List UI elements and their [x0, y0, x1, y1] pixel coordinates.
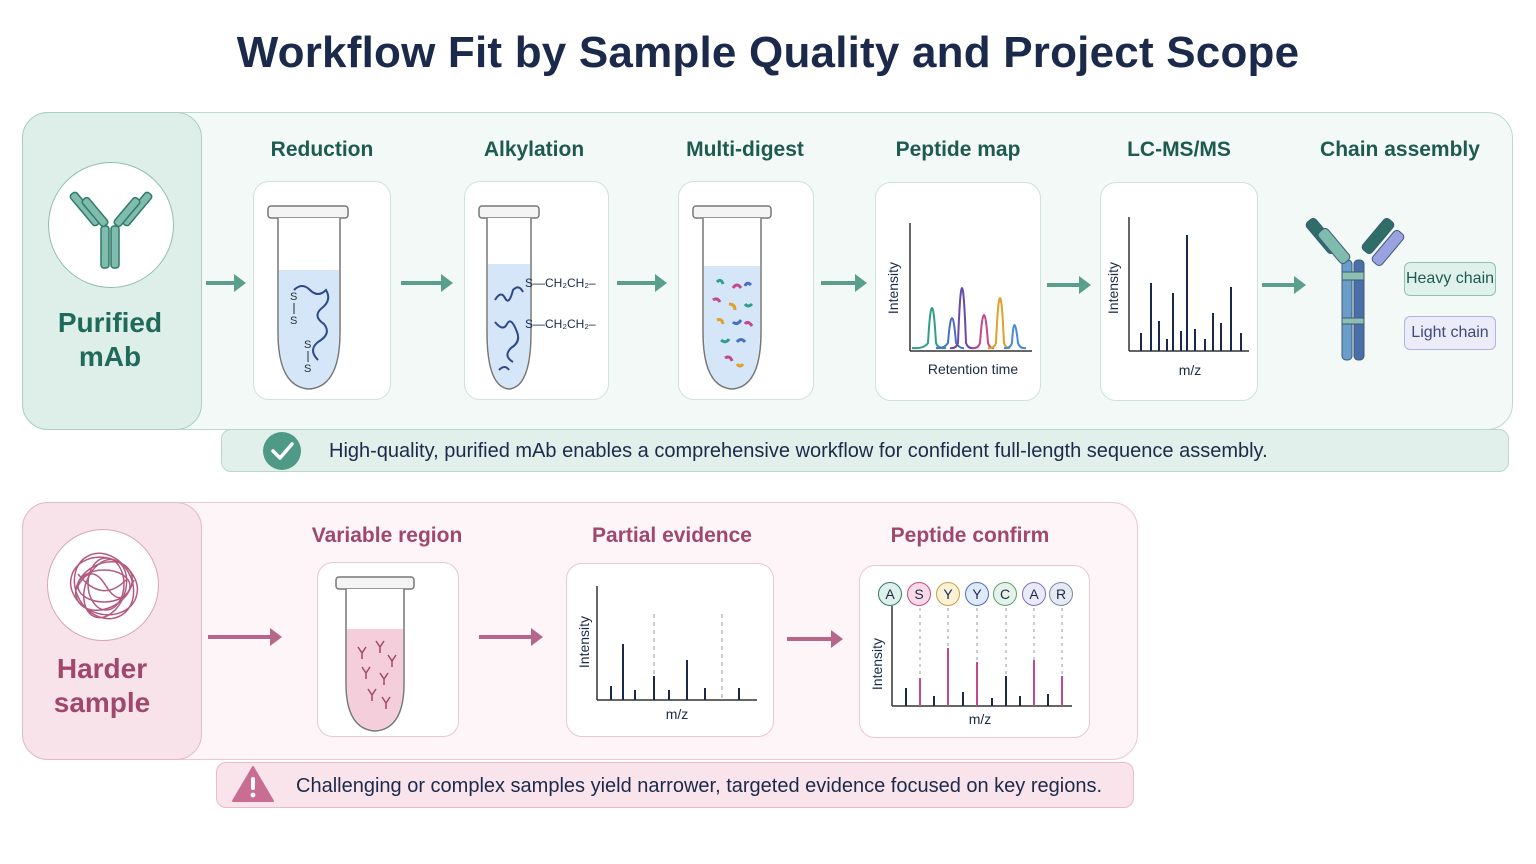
alkyl-group-label-1: S—CH₂CH₂– [525, 276, 596, 290]
svg-text:S: S [290, 291, 297, 303]
confirm-xlabel: m/z [968, 711, 992, 727]
residue-y-bubble: Y [936, 582, 960, 606]
purified-summary-bar [221, 429, 1509, 472]
residue-a-bubble: A [1022, 582, 1046, 606]
antibody-icon [69, 191, 153, 269]
check-circle-icon [263, 432, 301, 470]
purified-label-line2: mAb [78, 341, 142, 372]
lcms-xlabel: m/z [1178, 362, 1202, 378]
step-chain-assembly-label: Chain assembly [1320, 138, 1480, 161]
harder-label: Harder sample [32, 652, 172, 720]
arrow-right-icon [1262, 276, 1306, 294]
step-partial-evidence-label: Partial evidence [592, 524, 752, 547]
arrow-right-icon [617, 274, 667, 292]
confirm-y-axis: Intensity [868, 630, 886, 700]
harder-label-line2: sample [53, 687, 151, 718]
residue-c-bubble: C [993, 582, 1017, 606]
step-peptide-map-label: Peptide map [895, 138, 1021, 161]
step-alkylation-label: Alkylation [483, 138, 585, 161]
alkylation-tube-icon [478, 205, 540, 390]
peptide-map-ylabel: Intensity [885, 261, 901, 315]
purified-label-line1: Purified [57, 307, 163, 338]
residue-s-bubble: S [907, 582, 931, 606]
residue-y-bubble: Y [965, 582, 989, 606]
multidigest-card [678, 181, 814, 400]
arrow-right-icon [787, 630, 843, 648]
svg-text:S: S [290, 315, 297, 327]
assembled-antibody-icon [1305, 217, 1405, 361]
mass-spectrum-plot [1128, 217, 1249, 352]
confirm-spectrum-plot [891, 606, 1072, 707]
svg-text:S: S [304, 363, 311, 375]
partial-xlabel: m/z [665, 706, 689, 722]
residue-r-bubble: R [1049, 582, 1073, 606]
peptide-map-card [875, 182, 1041, 401]
purified-summary-text: High-quality, purified mAb enables a com… [329, 440, 1268, 462]
alkyl-group-label-2: S—CH₂CH₂– [525, 317, 596, 331]
partial-spectrum-plot [596, 586, 757, 701]
arrow-right-icon [1047, 276, 1091, 294]
confirm-ylabel: Intensity [869, 637, 885, 691]
warning-triangle-icon [232, 766, 274, 802]
step-reduction-label: Reduction [270, 138, 374, 161]
tangle-icon-circle [47, 529, 159, 641]
arrow-right-icon [206, 274, 246, 292]
heavy-chain-badge: Heavy chain [1404, 262, 1496, 296]
partial-ylabel: Intensity [576, 615, 592, 669]
harder-summary-text: Challenging or complex samples yield nar… [296, 775, 1103, 797]
tangled-protein-icon [69, 552, 139, 620]
alkylation-card [464, 181, 609, 400]
lcms-ylabel: Intensity [1105, 261, 1121, 315]
harder-label-line1: Harder [56, 653, 148, 684]
peptide-map-y-axis: Intensity [884, 254, 902, 324]
harder-summary-bar [216, 762, 1134, 808]
lcms-y-axis: Intensity [1104, 254, 1122, 324]
variable-tube-icon [335, 576, 415, 732]
lcms-card [1100, 182, 1258, 401]
arrow-right-icon [401, 274, 453, 292]
partial-evidence-card [566, 563, 774, 737]
light-chain-badge: Light chain [1404, 316, 1496, 350]
step-lcms-label: LC-MS/MS [1127, 138, 1231, 161]
reduction-card: S S S S [253, 181, 391, 400]
partial-y-axis: Intensity [575, 608, 593, 678]
residue-a-bubble: A [878, 582, 902, 606]
step-variable-region-label: Variable region [311, 524, 463, 547]
arrow-right-icon [479, 628, 543, 646]
chromatogram-plot [909, 223, 1032, 352]
step-peptide-confirm-label: Peptide confirm [890, 524, 1050, 547]
digest-tube-icon [692, 205, 772, 390]
reduction-tube-icon: S S S S [267, 205, 349, 390]
svg-text:S: S [304, 339, 311, 351]
page-title: Workflow Fit by Sample Quality and Proje… [236, 28, 1300, 77]
variable-region-card [317, 562, 459, 737]
arrow-right-icon [208, 628, 282, 646]
antibody-icon-circle [48, 162, 174, 288]
purified-label: Purified mAb [40, 306, 180, 374]
arrow-right-icon [821, 274, 867, 292]
step-multidigest-label: Multi-digest [686, 138, 804, 161]
peptide-map-xlabel: Retention time [927, 361, 1019, 377]
